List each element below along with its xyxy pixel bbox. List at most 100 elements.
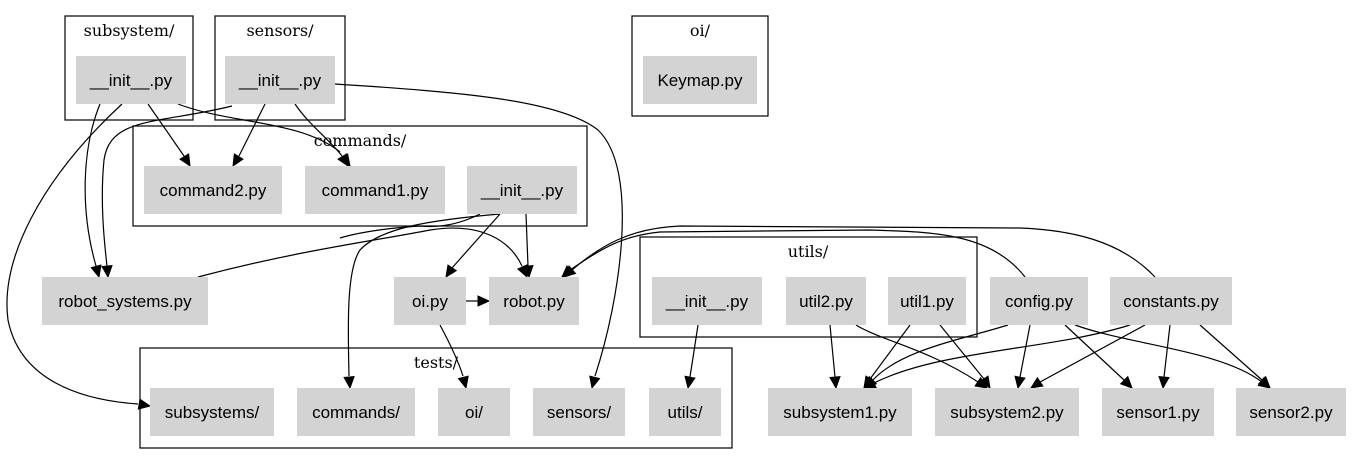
edge-oi-py-to-robot	[466, 295, 491, 307]
edge-line	[569, 229, 1026, 278]
node-util1[interactable]: util1.py	[888, 277, 966, 325]
edge-line	[101, 105, 233, 267]
arrowhead	[862, 377, 877, 389]
node-sensors-init[interactable]: __init__.py	[225, 56, 335, 104]
arrowhead	[978, 375, 991, 390]
edge-line	[147, 103, 185, 157]
node-tests-utils-label: utils/	[668, 403, 703, 422]
edge-constants-to-subsystem1	[862, 324, 1131, 389]
node-sensor2[interactable]: sensor2.py	[1236, 388, 1346, 436]
node-utils-init[interactable]: __init__.py	[652, 277, 762, 325]
node-commands-init[interactable]: __init__.py	[467, 166, 577, 214]
edge-line	[525, 213, 529, 267]
node-sensor1-label: sensor1.py	[1116, 403, 1200, 422]
node-config[interactable]: config.py	[990, 277, 1088, 325]
edge-sensors-init-to-robot-systems	[101, 105, 233, 279]
arrowhead	[1119, 375, 1133, 389]
arrowhead	[1014, 375, 1026, 390]
edge-sensors-init-to-tests-sensors	[334, 83, 623, 390]
cluster-commands-label: commands/	[314, 131, 407, 150]
edge-line	[177, 103, 341, 153]
edge-sensors-init-to-command2	[232, 103, 266, 168]
node-sensors-init-label: __init__.py	[238, 71, 322, 90]
cluster-commands: commands/	[132, 125, 588, 227]
edge-constants-to-robot	[563, 225, 1156, 278]
edge-line	[334, 83, 623, 377]
node-util1-label: util1.py	[900, 292, 954, 311]
edge-line	[869, 324, 911, 380]
node-util2[interactable]: util2.py	[786, 277, 866, 325]
arrowhead	[1257, 375, 1271, 389]
arrowhead	[90, 264, 102, 279]
edge-line	[571, 225, 1156, 278]
arrowhead	[829, 376, 841, 390]
edge-robot-systems-to-robot	[197, 227, 528, 279]
arrowhead	[516, 264, 528, 279]
edge-line	[871, 324, 1009, 382]
edge-commands-init-to-oi-py	[445, 213, 501, 279]
arrowhead	[1158, 376, 1170, 390]
node-tests-subsystems[interactable]: subsystems/	[150, 388, 274, 436]
node-robot-systems-label: robot_systems.py	[58, 292, 192, 311]
node-robot[interactable]: robot.py	[489, 277, 579, 325]
node-command1-label: command1.py	[322, 181, 429, 200]
node-constants[interactable]: constants.py	[1110, 277, 1232, 325]
node-tests-oi-label: oi/	[465, 403, 483, 422]
node-constants-label: constants.py	[1123, 292, 1219, 311]
node-subsystem2[interactable]: subsystem2.py	[935, 388, 1079, 436]
edge-line	[829, 324, 836, 378]
edge-line	[1163, 324, 1171, 378]
node-tests-commands-label: commands/	[312, 403, 400, 422]
edge-line	[451, 213, 501, 269]
node-commands-init-label: __init__.py	[480, 181, 564, 200]
arrowhead	[179, 153, 191, 168]
edge-line	[873, 324, 1131, 384]
node-sensor1[interactable]: sensor1.py	[1102, 388, 1214, 436]
node-tests-sensors[interactable]: sensors/	[533, 388, 625, 436]
edges-layer	[6, 83, 1271, 410]
edge-line	[1019, 324, 1031, 378]
cluster-sensors-label: sensors/	[246, 21, 314, 40]
node-command1[interactable]: command1.py	[305, 166, 445, 214]
edge-line	[294, 103, 343, 157]
node-tests-subsystems-label: subsystems/	[165, 403, 260, 422]
cluster-subsystem: subsystem/	[64, 15, 194, 121]
edge-constants-to-sensor2	[1199, 324, 1271, 389]
cluster-utils: utils/	[639, 236, 978, 338]
node-sensor2-label: sensor2.py	[1249, 403, 1333, 422]
cluster-utils-label: utils/	[788, 242, 829, 261]
node-oi-py[interactable]: oi.py	[394, 277, 466, 325]
node-subsystem1[interactable]: subsystem1.py	[768, 388, 912, 436]
node-tests-commands[interactable]: commands/	[297, 388, 415, 436]
cluster-tests: tests/	[139, 347, 733, 449]
arrowhead	[684, 375, 696, 390]
cluster-oi: oi/	[631, 15, 769, 117]
node-subsystem1-label: subsystem1.py	[783, 403, 897, 422]
edge-utils-init-to-tests-utils	[684, 324, 699, 390]
edge-line	[939, 324, 985, 380]
cluster-oi-label: oi/	[690, 21, 711, 40]
arrowhead	[232, 153, 244, 168]
edge-line	[197, 227, 523, 278]
arrowhead	[589, 375, 601, 390]
edge-sensors-init-to-command1	[294, 103, 349, 168]
cluster-sensors: sensors/	[214, 15, 346, 121]
arrowhead	[457, 375, 469, 390]
edge-line	[6, 103, 139, 405]
node-command2[interactable]: command2.py	[144, 166, 282, 214]
node-subsystem-init-label: __init__.py	[89, 71, 173, 90]
node-tests-oi[interactable]: oi/	[438, 388, 510, 436]
arrowhead	[101, 265, 113, 279]
arrowhead	[563, 265, 577, 278]
node-keymap[interactable]: Keymap.py	[643, 56, 757, 104]
node-robot-label: robot.py	[503, 292, 565, 311]
arrowhead	[343, 376, 355, 390]
node-tests-utils[interactable]: utils/	[649, 388, 721, 436]
node-config-label: config.py	[1005, 292, 1074, 311]
node-util2-label: util2.py	[799, 292, 853, 311]
edge-subsystem-init-to-command2	[147, 103, 191, 168]
edge-config-to-sensor1	[1064, 324, 1133, 389]
node-robot-systems[interactable]: robot_systems.py	[42, 277, 208, 325]
edge-util1-to-subsystem2	[939, 324, 991, 390]
node-subsystem-init[interactable]: __init__.py	[76, 56, 186, 104]
